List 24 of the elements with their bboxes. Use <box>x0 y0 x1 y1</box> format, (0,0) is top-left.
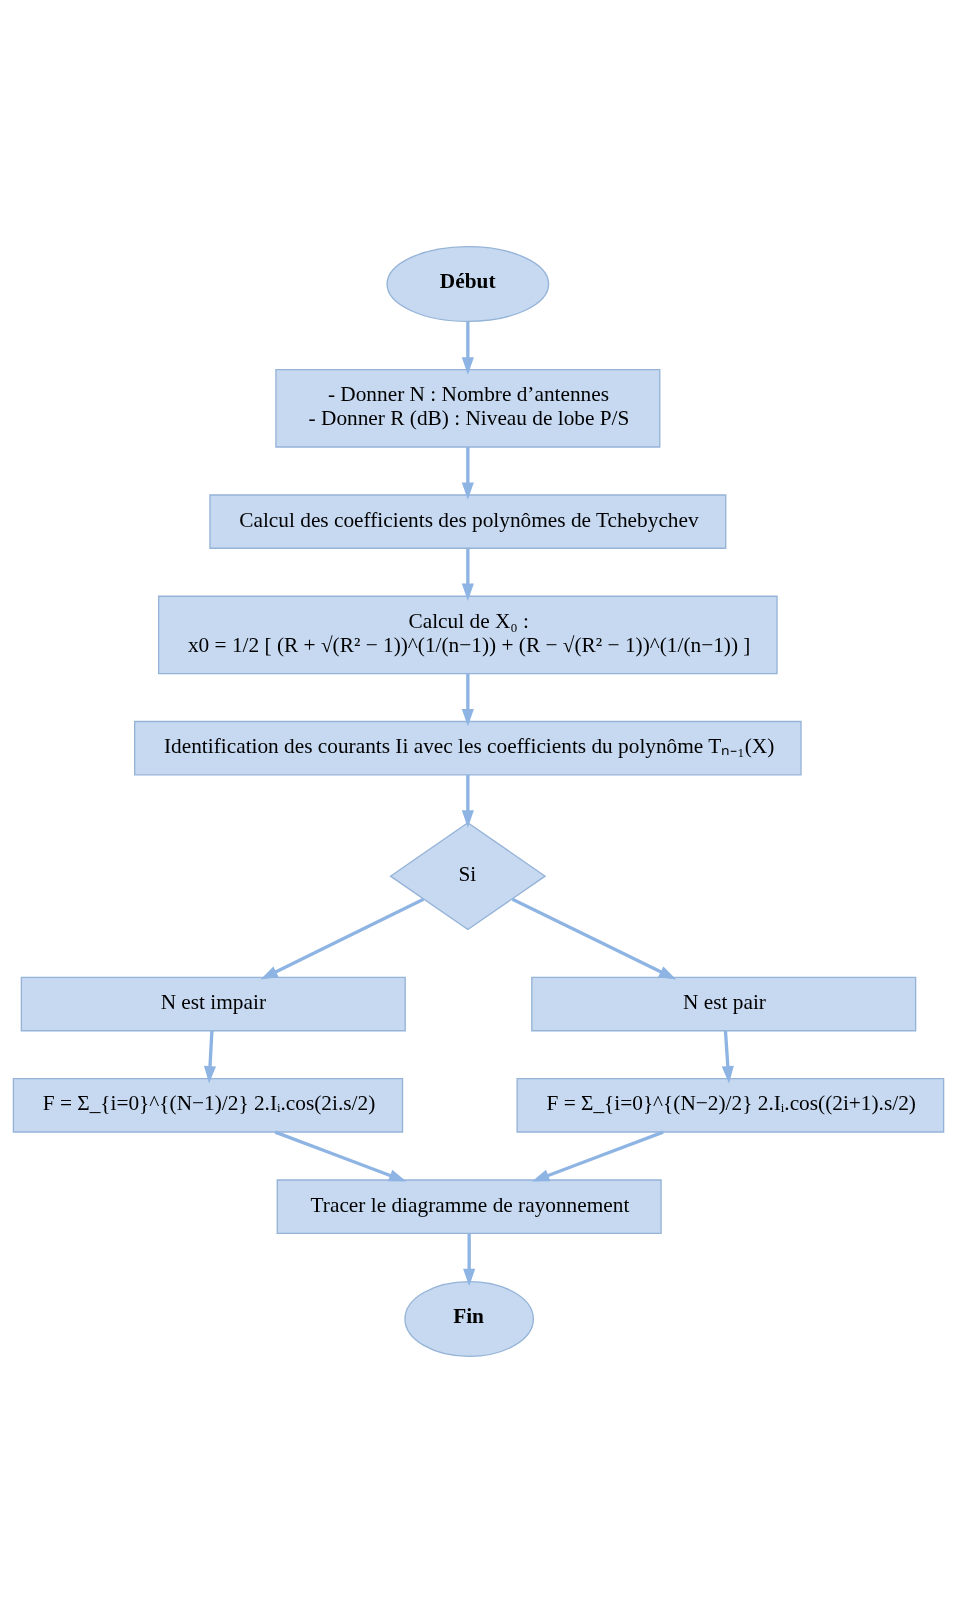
node-box: N est impair <box>20 976 406 1031</box>
arrow <box>721 1030 734 1083</box>
node-box: - Donner N : Nombre d’antennes - Donner R (dB) : Niveau de lobe P/S <box>275 368 661 448</box>
arrow <box>260 897 425 979</box>
arrow <box>203 1030 217 1083</box>
node-box: Identification des courants Ii avec les coefficients du polynôme Tₙ₋₁(X) <box>134 720 802 775</box>
node-box: Calcul des coefficients des polynômes de Tchebychev <box>209 493 727 549</box>
node-box: N est pair <box>531 976 917 1031</box>
node-ellipse: Début <box>386 245 550 322</box>
node-box: Calcul de X₀ : x0 = 1/2 [ (R + √(R² − 1))^(1/(n−1)) + (R − √(R² − 1))^(1/(n−1)) ] <box>158 595 778 674</box>
arrow <box>274 1130 407 1182</box>
arrow <box>511 897 677 979</box>
arrow <box>461 548 474 601</box>
arrow <box>461 774 474 828</box>
node-box: F = Σ_{i=0}^{(N−2)/2} 2.Iᵢ.cos((2i+1).s/2) <box>516 1077 945 1133</box>
node-diamond: Si <box>389 821 547 930</box>
node-ellipse: Fin <box>404 1280 535 1357</box>
arrow <box>461 446 474 500</box>
node-box: F = Σ_{i=0}^{(N−1)/2} 2.Iᵢ.cos(2i.s/2) <box>12 1077 404 1133</box>
arrow <box>463 1232 476 1286</box>
arrow <box>531 1130 664 1182</box>
arrow <box>461 673 474 726</box>
node-box: Tracer le diagramme de rayonnement <box>276 1178 662 1234</box>
arrow <box>461 321 474 375</box>
